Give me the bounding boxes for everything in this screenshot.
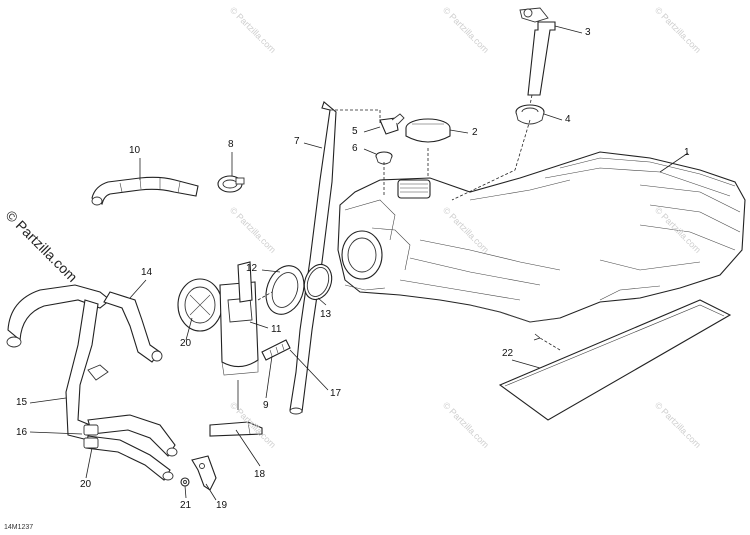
- callout-11: 11: [271, 324, 282, 335]
- callout-21: 21: [180, 500, 192, 511]
- callout-16: 16: [16, 427, 28, 438]
- fuel-hose-assembly: [6, 284, 178, 481]
- hose-clamp: [217, 175, 245, 193]
- fuel-cap: [405, 118, 451, 143]
- callout-15: 15: [16, 397, 28, 408]
- callout-14: 14: [141, 267, 153, 278]
- callout-1: 1: [684, 147, 690, 158]
- callout-17: 17: [330, 388, 342, 399]
- fuel-filter: [209, 421, 263, 437]
- leader-lines: [29, 25, 689, 501]
- fuel-tank: [337, 151, 746, 323]
- callout-20: 20: [80, 479, 92, 490]
- vent-hose: [289, 101, 337, 415]
- o-ring: [303, 263, 333, 301]
- callout-22: 22: [502, 348, 514, 359]
- filler-tube: [519, 7, 556, 96]
- lock-ring: [265, 265, 305, 315]
- vent-valve: [379, 113, 405, 135]
- callout-7: 7: [294, 136, 300, 147]
- callout-9: 9: [263, 400, 269, 411]
- filler-grommet: [515, 104, 545, 125]
- fuel-hose: [91, 176, 199, 206]
- fuel-pump: [177, 261, 259, 376]
- reference-code: 14M1237: [4, 524, 34, 531]
- callout-2: 2: [472, 127, 478, 138]
- nut: [180, 477, 190, 487]
- callout-5: 5: [352, 126, 358, 137]
- callout-8: 8: [228, 139, 234, 150]
- callout-20: 20: [180, 338, 192, 349]
- mounting-bracket: [191, 455, 217, 491]
- callout-13: 13: [320, 309, 332, 320]
- callout-12: 12: [246, 263, 258, 274]
- callout-10: 10: [129, 145, 141, 156]
- callout-18: 18: [254, 469, 266, 480]
- callout-4: 4: [565, 114, 571, 125]
- pump-fitting: [261, 339, 291, 361]
- callout-3: 3: [585, 27, 591, 38]
- callout-6: 6: [352, 143, 358, 154]
- tank-pad: [498, 299, 732, 421]
- callout-19: 19: [216, 500, 228, 511]
- assembly-lines: [257, 94, 561, 351]
